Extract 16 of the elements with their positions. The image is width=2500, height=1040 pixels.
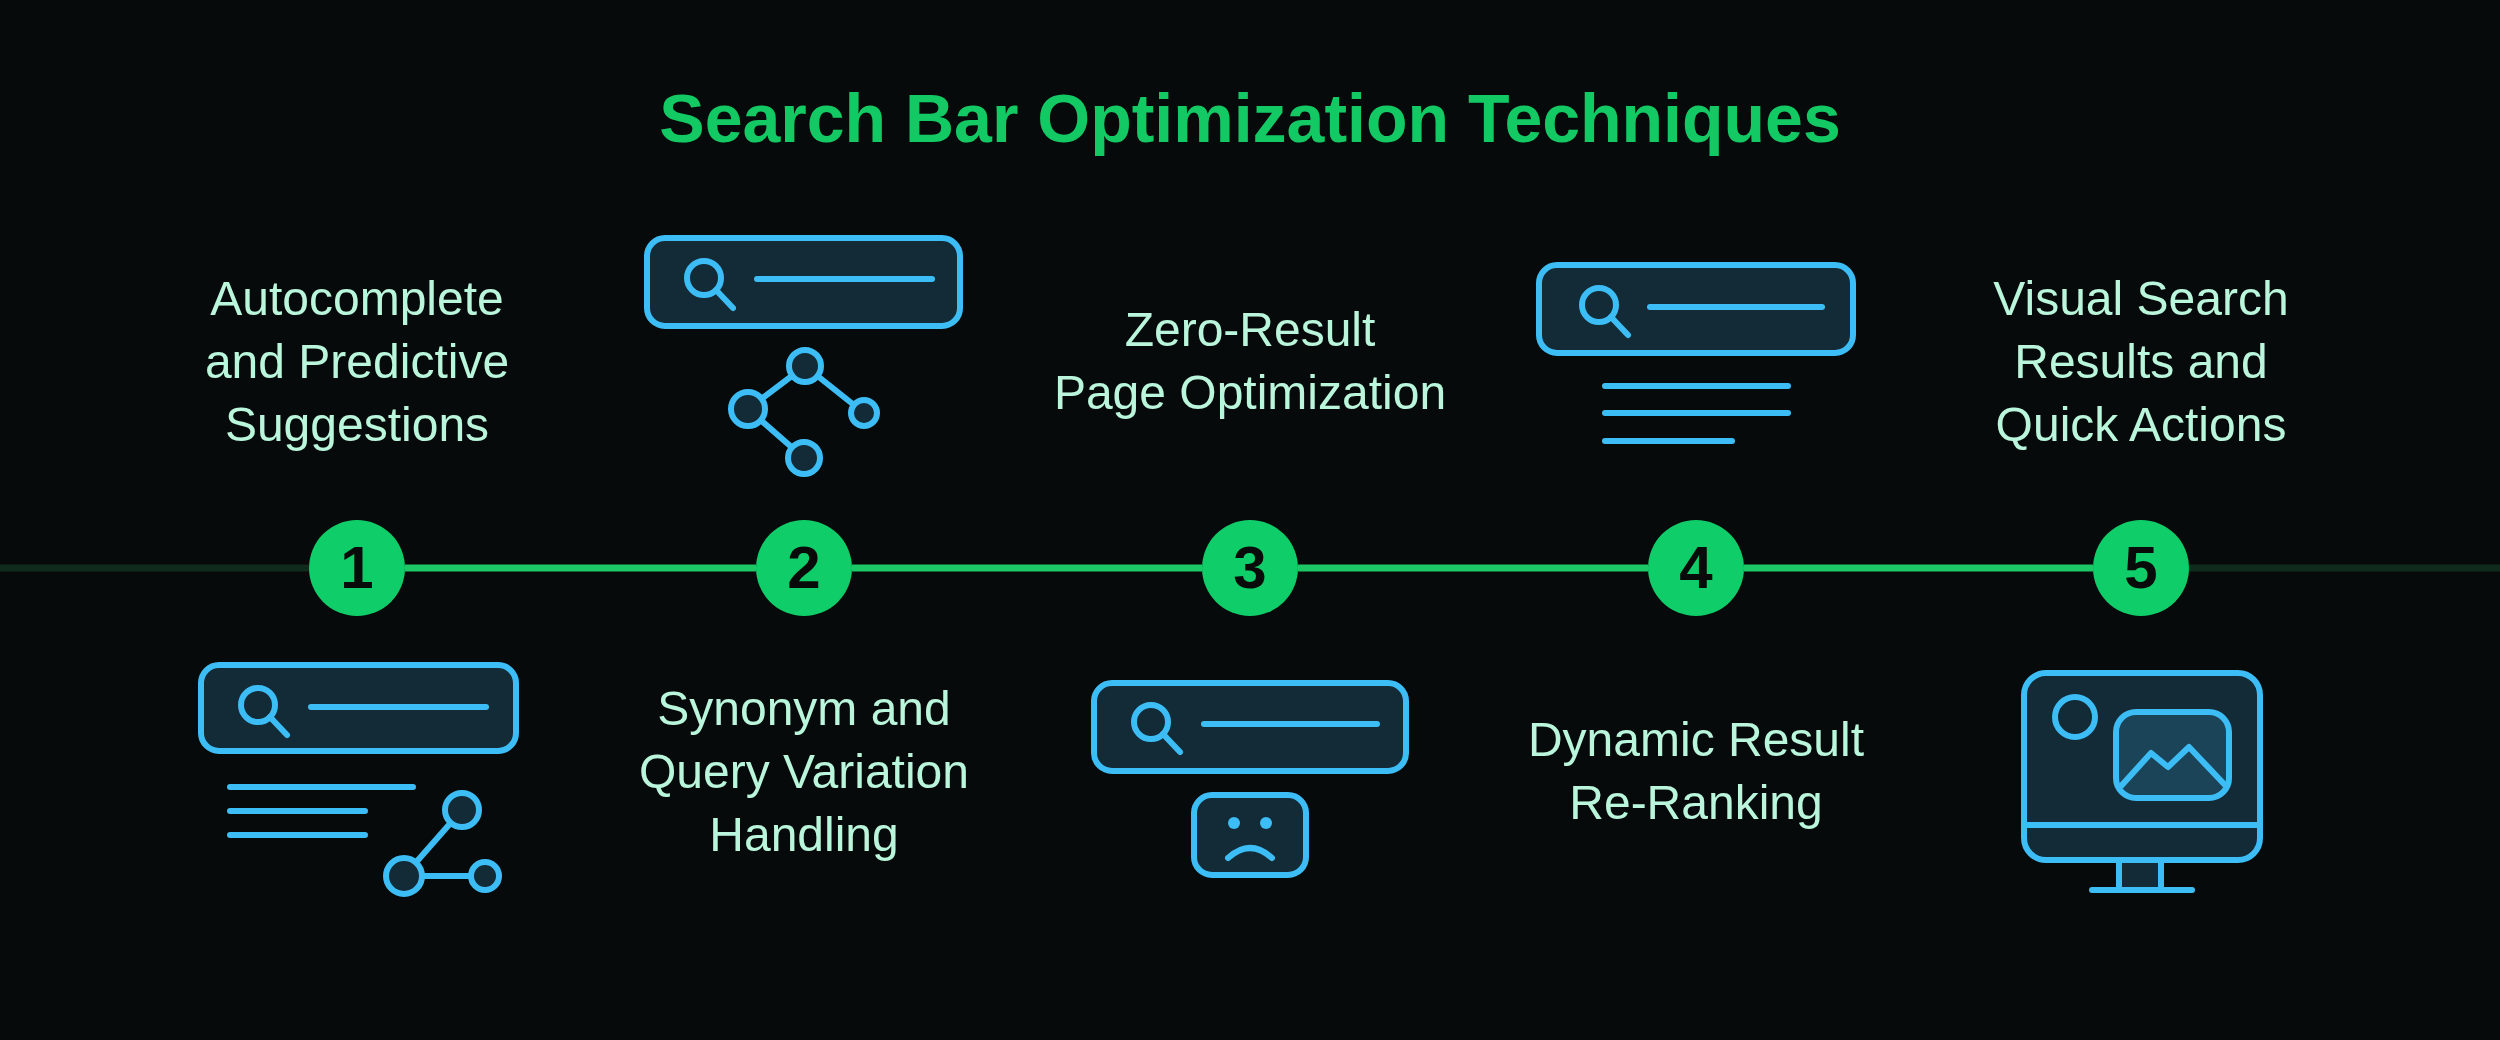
step-title: Visual Search Results and Quick Actions — [1993, 271, 2289, 453]
connector-line — [2189, 564, 2500, 572]
step-number: 5 — [2124, 538, 2158, 598]
step-title: Synonym and Query Variation Handling — [639, 681, 969, 863]
connector-line — [1744, 564, 2093, 572]
connector-line — [1298, 564, 1648, 572]
connector-line — [405, 564, 756, 572]
step-title: Zero-Result Page Optimization — [1053, 302, 1447, 421]
step-title: Autocomplete and Predictive Suggestions — [204, 271, 510, 453]
step-number: 1 — [340, 538, 374, 598]
step-title: Dynamic Result Re-Ranking — [1527, 712, 1865, 831]
step-number: 2 — [787, 538, 821, 598]
connector-line — [0, 564, 309, 572]
step-number: 4 — [1679, 538, 1713, 598]
connector-line — [852, 564, 1202, 572]
step-number: 3 — [1233, 538, 1267, 598]
